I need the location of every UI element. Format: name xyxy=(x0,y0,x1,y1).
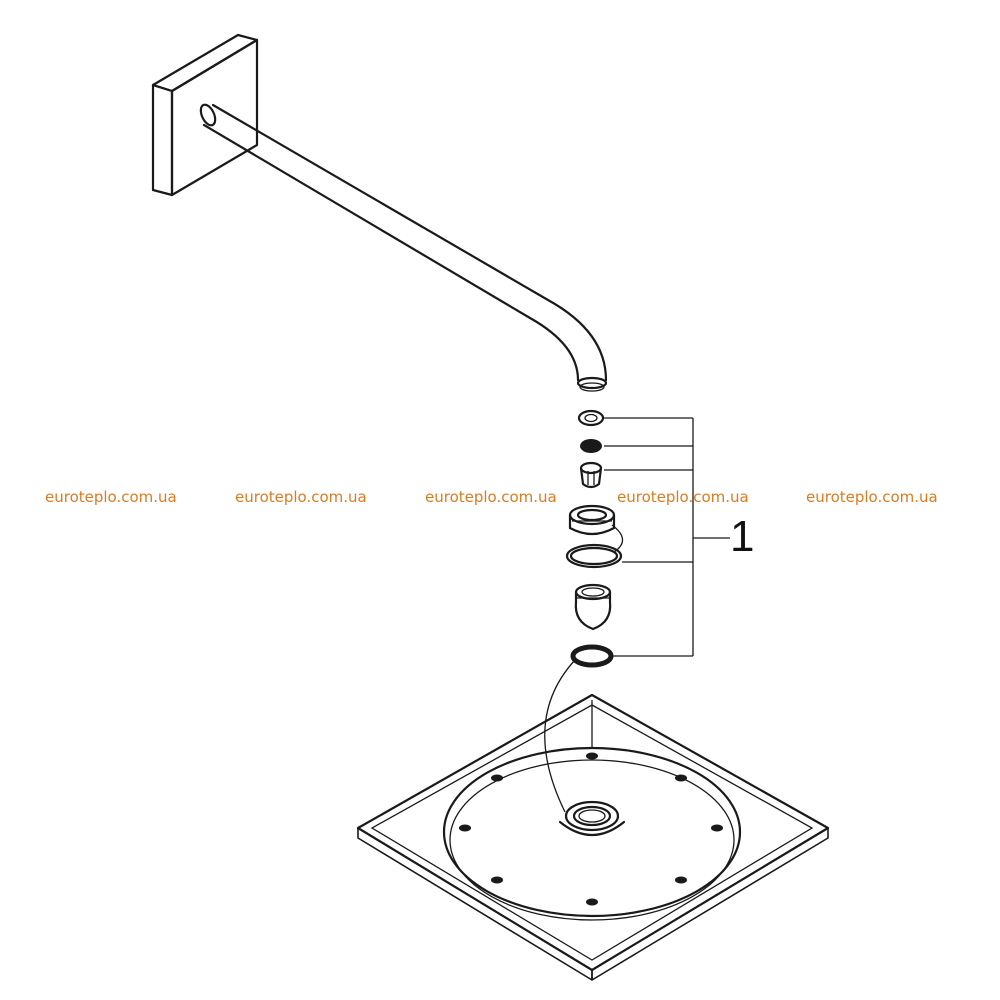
washer-small xyxy=(577,409,605,427)
callout-label: 1 xyxy=(730,512,755,561)
shower-arm xyxy=(199,103,608,392)
assembly-guide-line xyxy=(544,659,576,813)
wall-plate xyxy=(151,33,259,197)
ball-joint xyxy=(574,583,612,631)
callout-leader-lines xyxy=(604,417,730,657)
seal-ring-thick xyxy=(570,644,614,668)
watermark-text: euroteplo.com.ua xyxy=(425,488,557,506)
filter-insert xyxy=(579,461,603,489)
threaded-nut xyxy=(568,504,616,536)
watermark-text: euroteplo.com.ua xyxy=(617,488,749,506)
shower-head-square xyxy=(356,693,830,981)
watermark-text: euroteplo.com.ua xyxy=(235,488,367,506)
o-ring-large xyxy=(565,524,624,569)
watermark-text: euroteplo.com.ua xyxy=(806,488,938,506)
watermark-text: euroteplo.com.ua xyxy=(45,488,177,506)
seal-black xyxy=(580,439,602,453)
